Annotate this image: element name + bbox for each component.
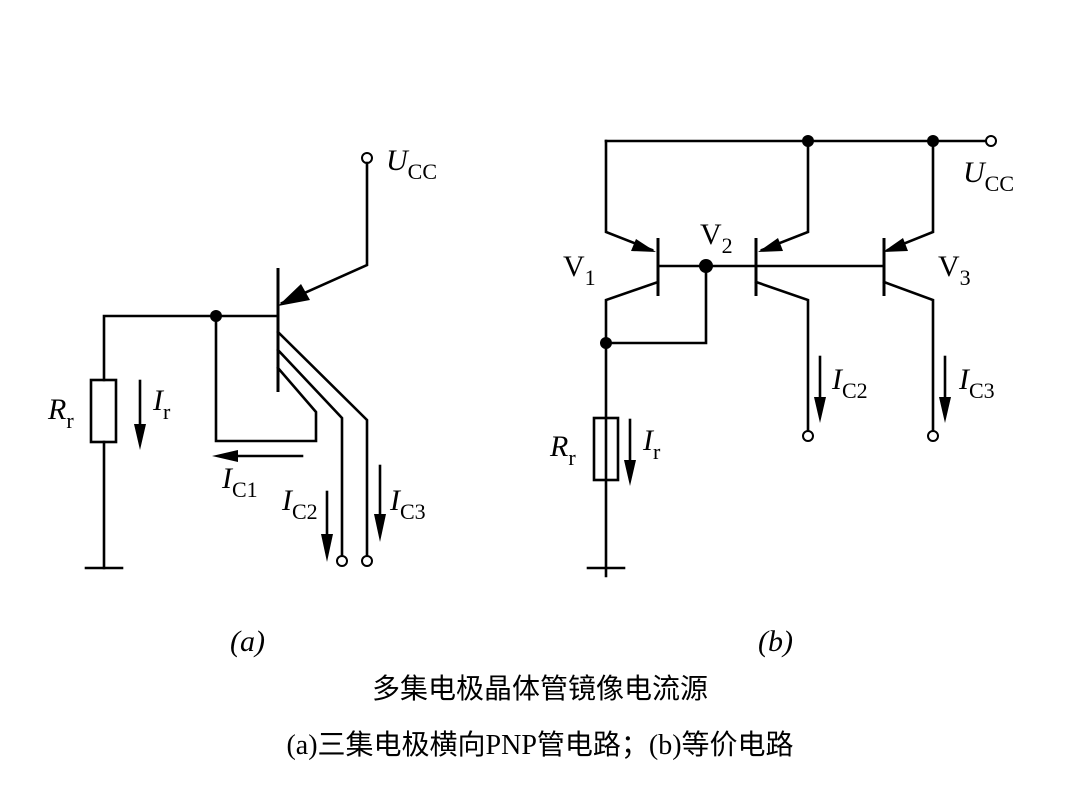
c2-terminal-b bbox=[802, 430, 814, 442]
circuit-a: UCC Rr Ir IC1 IC2 IC3 bbox=[47, 144, 437, 570]
circuit-b: UCC V1 V2 V3 Rr Ir IC2 IC3 bbox=[549, 135, 1014, 578]
ic3-label-b: IC3 bbox=[958, 363, 995, 403]
v3-emitter-arrow bbox=[883, 238, 908, 252]
v3-label: V3 bbox=[938, 250, 971, 290]
collector-dot-v1 bbox=[600, 337, 612, 349]
base-wire-a bbox=[102, 314, 280, 382]
ic3-arrowhead-b bbox=[939, 397, 951, 423]
ucc-terminal-a bbox=[361, 152, 373, 164]
v2-collector-lead bbox=[754, 280, 810, 432]
ic3-arrowhead-a bbox=[374, 514, 386, 542]
ir-label-b: Ir bbox=[642, 424, 661, 464]
v1-emitter-lead bbox=[604, 139, 654, 252]
c3-terminal-b bbox=[927, 430, 939, 442]
ir-label-a: Ir bbox=[152, 384, 171, 424]
c3-terminal-a bbox=[361, 555, 373, 567]
v2-emitter-arrow bbox=[758, 238, 783, 252]
ic1-label: IC1 bbox=[221, 462, 258, 502]
ic2-arrowhead-b bbox=[814, 397, 826, 423]
subfigure-a-tag: (a) bbox=[230, 625, 265, 658]
collector-c2-lead bbox=[276, 348, 344, 558]
ir-arrowhead-a bbox=[134, 424, 146, 450]
c2-terminal-a bbox=[336, 555, 348, 567]
caption-subtitle: (a)三集电极横向PNP管电路；(b)等价电路 bbox=[286, 729, 793, 761]
v1-collector-lead bbox=[604, 280, 660, 578]
ucc-label-b: UCC bbox=[963, 156, 1014, 196]
v1-emitter-arrow bbox=[631, 239, 656, 252]
ic2-label-a: IC2 bbox=[281, 484, 318, 524]
collector-c1-lead bbox=[214, 314, 318, 443]
v2-label: V2 bbox=[700, 218, 733, 258]
collector-c3-lead bbox=[276, 330, 369, 558]
diode-connection bbox=[604, 264, 708, 345]
v3-emitter-lead bbox=[886, 139, 935, 252]
emitter-lead-a bbox=[280, 161, 369, 305]
v3-collector-lead bbox=[882, 280, 935, 432]
ic2-arrowhead-a bbox=[321, 534, 333, 562]
v2-emitter-lead bbox=[760, 139, 810, 252]
ic2-label-b: IC2 bbox=[831, 363, 868, 403]
caption-title: 多集电极晶体管镜像电流源 bbox=[372, 673, 708, 705]
resistor-rr-a bbox=[89, 378, 118, 444]
subfigure-b-tag: (b) bbox=[758, 625, 793, 658]
emitter-arrow-a bbox=[278, 284, 310, 306]
rr-label-b: Rr bbox=[549, 430, 576, 470]
ucc-terminal-b bbox=[985, 135, 997, 147]
v1-label: V1 bbox=[563, 250, 596, 290]
ucc-label-a: UCC bbox=[386, 144, 437, 184]
ic1-arrowhead bbox=[212, 450, 238, 462]
rr-label-a: Rr bbox=[47, 393, 74, 433]
resistor-rr-b bbox=[592, 416, 620, 482]
ic3-label-a: IC3 bbox=[389, 484, 426, 524]
ir-arrowhead-b bbox=[624, 460, 636, 486]
